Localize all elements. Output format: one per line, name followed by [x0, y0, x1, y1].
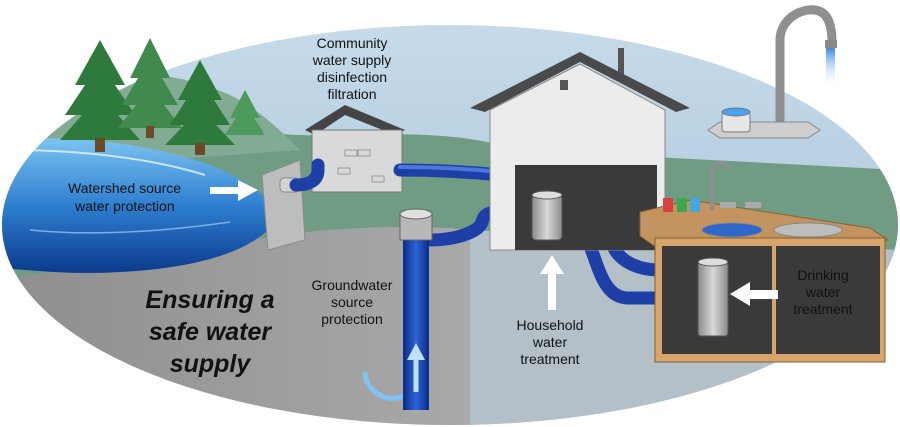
- drinking-label-line-1: Drinking: [797, 267, 848, 283]
- drinking-filter-tank: [697, 261, 729, 337]
- lake: [2, 138, 280, 273]
- tree-icon: [118, 38, 182, 138]
- community-label-line-3: disinfection: [317, 69, 387, 85]
- label-household: Household water treatment: [517, 317, 584, 367]
- groundwater-label-line-3: protection: [321, 311, 382, 327]
- household-label-line-3: treatment: [520, 351, 579, 367]
- title-line-3: supply: [170, 350, 252, 378]
- drinking-arrow-icon: [730, 282, 778, 306]
- groundwater-label-line-1: Groundwater: [312, 277, 393, 293]
- label-watershed: Watershed source water protection: [68, 180, 181, 214]
- household-arrow-icon: [540, 255, 564, 310]
- dam: [261, 159, 306, 251]
- drinking-label-line-2: water: [805, 284, 841, 300]
- drinking-label-line-3: treatment: [793, 301, 852, 317]
- faucet-icon: [707, 5, 837, 139]
- tree-icon: [60, 40, 140, 152]
- household-label-line-1: Household: [517, 317, 584, 333]
- tree-icon: [225, 90, 265, 135]
- label-community: Community water supply disinfection filt…: [312, 35, 392, 102]
- kitchen-cabinet: [639, 160, 890, 363]
- watershed-arrow-icon: [210, 180, 258, 201]
- label-groundwater: Groundwater source protection: [312, 277, 393, 327]
- forest: [60, 38, 265, 155]
- label-drinking: Drinking water treatment: [793, 267, 852, 317]
- diagram-title: Ensuring a safe water supply: [145, 286, 274, 378]
- arrows: [210, 180, 778, 310]
- community-building: [305, 105, 405, 193]
- tree-icon: [165, 60, 235, 155]
- community-label-line-1: Community: [317, 35, 388, 51]
- title-line-1: Ensuring a: [145, 286, 274, 314]
- household-label-line-2: water: [532, 334, 568, 350]
- household-filter-tank: [531, 194, 563, 241]
- community-label-line-2: water supply: [312, 52, 392, 68]
- watershed-label-line-1: Watershed source: [68, 180, 181, 196]
- watershed-label-line-2: water protection: [74, 198, 175, 214]
- groundwater-well: [362, 208, 433, 410]
- groundwater-label-line-2: source: [331, 294, 373, 310]
- title-line-2: safe water: [149, 318, 273, 346]
- house: [470, 48, 690, 251]
- community-label-line-4: filtration: [327, 86, 376, 102]
